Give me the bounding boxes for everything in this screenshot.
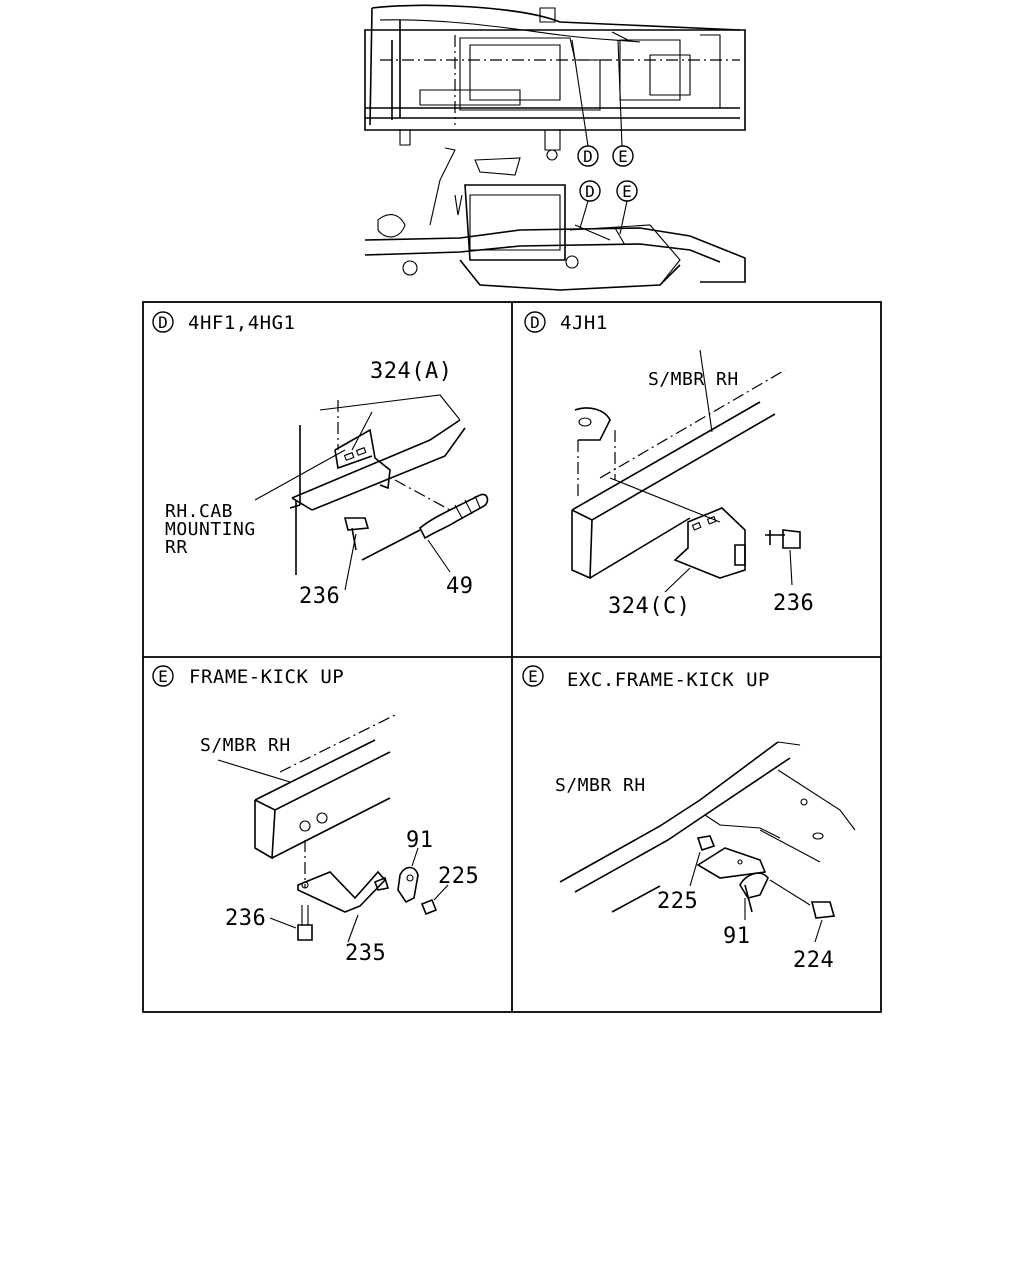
overview-side-view: D E — [364, 147, 746, 291]
label-91-p3: 91 — [406, 828, 434, 853]
label-236-p3: 236 — [225, 906, 266, 931]
panel-d-4jh1-marker — [524, 311, 546, 333]
panel-d-4jh1-title: 4JH1 — [560, 312, 608, 334]
panel-e-kick-title: FRAME-KICK UP — [189, 666, 344, 688]
panel-d-4hf1-marker-text: D — [158, 313, 168, 332]
panel-d-4hf1: D 4HF1,4HG1 324(A) RH.CAB MOUNTING RR 23… — [152, 311, 489, 609]
panel-d-4hf1-marker — [152, 311, 174, 333]
callout-d-side — [579, 180, 601, 202]
panel-d-4jh1-marker-text: D — [530, 313, 540, 332]
label-rr: RR — [165, 537, 188, 558]
label-324a: 324(A) — [370, 359, 452, 384]
panel-d-4jh1: D 4JH1 S/MBR RH 324(C) 236 — [524, 311, 814, 619]
callout-d-top-text: D — [583, 147, 593, 166]
label-49: 49 — [446, 574, 474, 599]
label-mounting: MOUNTING — [165, 519, 256, 540]
panel-e-exc-title: EXC.FRAME-KICK UP — [567, 669, 770, 691]
panel-grid — [142, 301, 882, 1013]
label-324c: 324(C) — [608, 594, 690, 619]
label-225-p4: 225 — [657, 889, 698, 914]
panel-e-kick: E FRAME-KICK UP S/MBR RH 91 225 236 235 — [152, 665, 479, 966]
label-smbr-p2: S/MBR RH — [648, 369, 739, 390]
panel-e-kick-marker — [152, 665, 174, 687]
label-236-p2: 236 — [773, 591, 814, 616]
panel-e-kick-marker-text: E — [158, 667, 168, 686]
label-225-p3: 225 — [438, 864, 479, 889]
panel-e-exc: E EXC.FRAME-KICK UP S/MBR RH 225 91 224 — [522, 665, 856, 973]
panel-e-exc-marker — [522, 665, 544, 687]
label-smbr-p3: S/MBR RH — [200, 735, 291, 756]
label-236-p1: 236 — [299, 584, 340, 609]
label-235: 235 — [345, 941, 386, 966]
callout-e-top — [612, 145, 634, 167]
callout-e-top-text: E — [618, 147, 628, 166]
panel-d-4hf1-title: 4HF1,4HG1 — [188, 312, 295, 334]
label-91-p4: 91 — [723, 924, 751, 949]
panel-e-exc-marker-text: E — [528, 667, 538, 686]
callout-d-side-text: D — [585, 182, 595, 201]
label-rh-cab: RH.CAB — [165, 501, 233, 522]
overview-top-view: D E — [364, 4, 746, 167]
callout-d-top — [577, 145, 599, 167]
label-224: 224 — [793, 948, 834, 973]
callout-e-side-text: E — [622, 182, 632, 201]
label-smbr-p4: S/MBR RH — [555, 775, 646, 796]
